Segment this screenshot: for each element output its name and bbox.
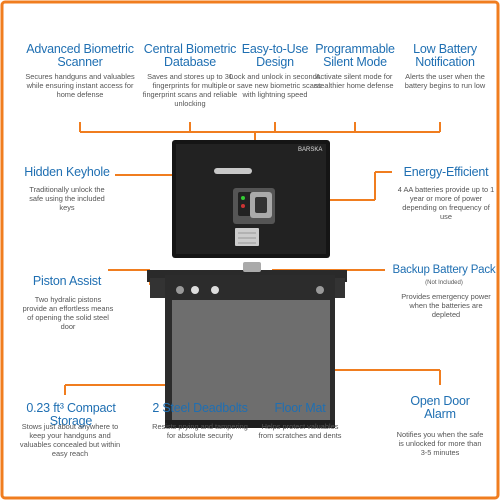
feature-desc: Helps protect valuables from scratches a… <box>258 422 342 440</box>
feature-desc: Resists prying and tampering for absolut… <box>152 422 248 440</box>
feature-title: Hidden Keyhole <box>24 165 110 179</box>
feature-title: Energy-Efficient <box>403 165 489 179</box>
feature-title: Central Biometric Database <box>143 42 237 69</box>
deadbolt-left <box>191 286 199 294</box>
feature-desc: Activate silent mode for stealthier home… <box>314 72 394 90</box>
deadbolt-right <box>211 286 219 294</box>
feature-desc: Alerts the user when the battery begins … <box>404 72 486 90</box>
feature-title: Low Battery Notification <box>413 42 477 69</box>
feature-desc: Notifies you when the safe is unlocked f… <box>396 430 484 457</box>
feature-title: Piston Assist <box>32 274 102 288</box>
feature-title: 0.23 ft³ Compact Storage <box>26 401 116 428</box>
brand-label: BARSKA <box>298 147 323 153</box>
feature-desc: 4 AA batteries provide up to 1 year or m… <box>397 185 495 221</box>
feature-desc: Two hydralic pistons provide an effortle… <box>22 295 114 331</box>
feature-desc: Secures handguns and valuables while ens… <box>25 72 135 99</box>
feature-title: Floor Mat <box>274 401 326 415</box>
feature-title: 2 Steel Deadbolts <box>152 401 248 415</box>
piston-left <box>176 286 184 294</box>
feature-desc: Traditionally unlock the safe using the … <box>29 185 105 212</box>
feature-title: Backup Battery Pack <box>392 264 496 276</box>
feature-title: Advanced Biometric Scanner <box>26 42 134 69</box>
feature-desc: Stows just about anywhere to keep your h… <box>19 422 121 458</box>
feature-desc: Provides emergency power when the batter… <box>401 292 491 319</box>
feature-note: (Not Included) <box>425 280 463 286</box>
brand-plate <box>214 168 252 174</box>
feature-title: Easy-to-Use Design <box>241 42 309 69</box>
feature-desc: Saves and stores up to 30 fingerprints f… <box>142 72 238 108</box>
piston-right <box>316 286 324 294</box>
feature-title: Programmable Silent Mode <box>315 42 395 69</box>
feature-title: Open Door Alarm <box>410 394 470 421</box>
feature-desc: Lock and unlock in seconds or save new b… <box>228 72 322 99</box>
floor-mat <box>172 300 330 425</box>
